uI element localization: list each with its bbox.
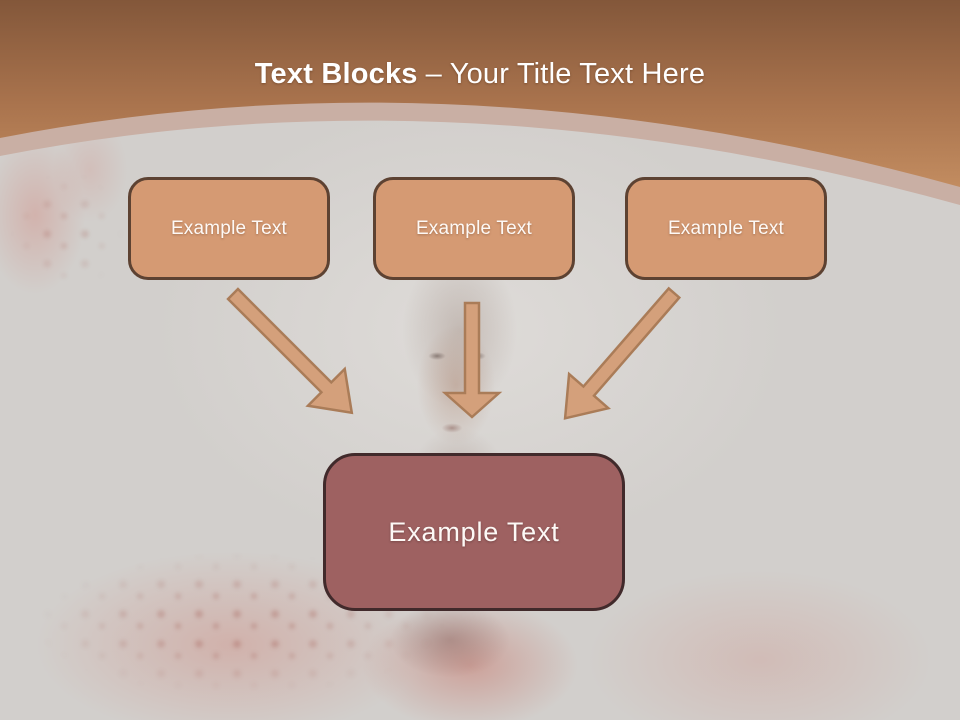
down-right-arrow-icon	[226, 287, 354, 415]
slide-title-rest: – Your Title Text Here	[425, 58, 706, 90]
example-box-2-label: Example Text	[415, 217, 533, 239]
example-box-2: Example Text	[373, 177, 575, 280]
slide-title: Text Blocks– Your Title Text Here	[0, 56, 960, 92]
result-box: Example Text	[323, 453, 625, 611]
down-arrow-icon	[441, 301, 503, 419]
header-band-curve	[0, 0, 960, 205]
example-box-3: Example Text	[625, 177, 827, 280]
background-fabric-pattern-left	[0, 165, 140, 315]
slide-title-emphasis: Text Blocks	[254, 58, 418, 90]
header-orange-curve	[0, 0, 960, 187]
example-box-3-label: Example Text	[667, 217, 785, 239]
example-box-1: Example Text	[128, 177, 330, 280]
result-box-label: Example Text	[388, 516, 560, 547]
down-left-arrow-icon	[563, 286, 682, 420]
example-box-1-label: Example Text	[170, 217, 288, 239]
